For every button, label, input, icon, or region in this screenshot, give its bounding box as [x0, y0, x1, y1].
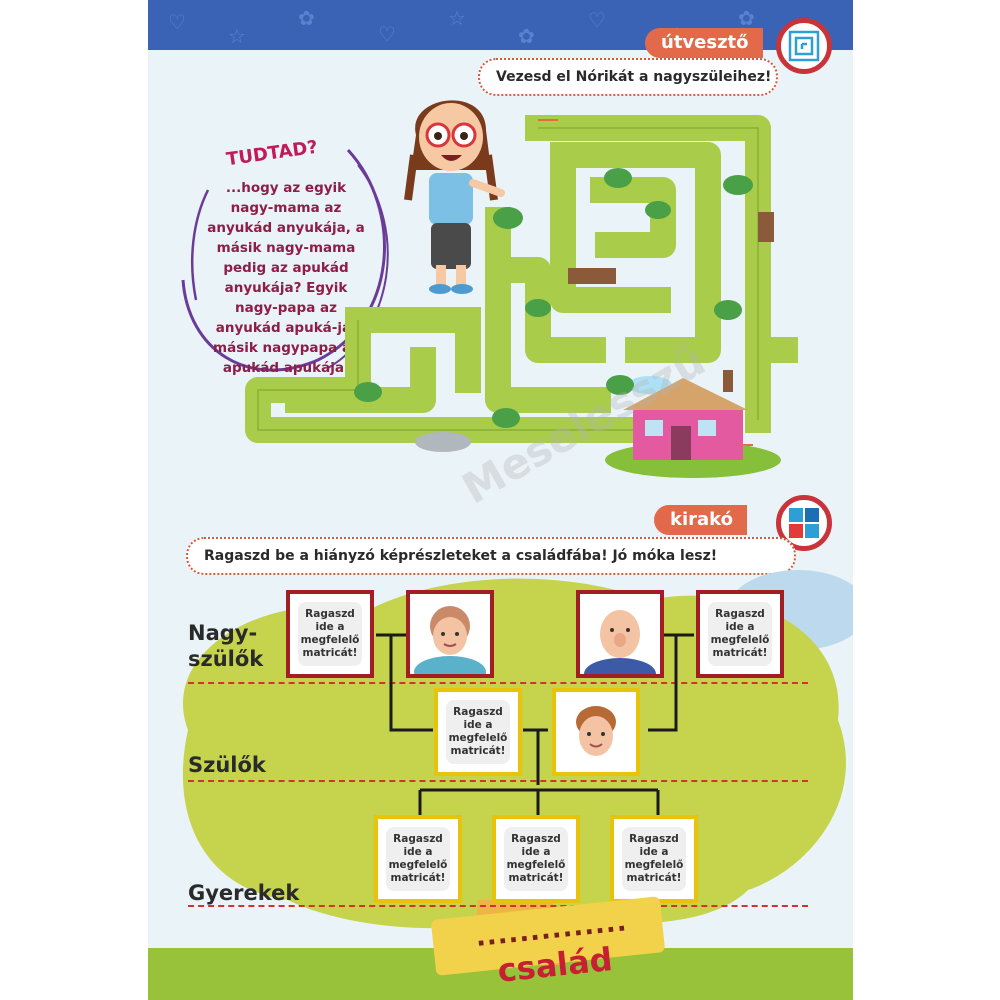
maze-tag: útvesztő	[645, 28, 763, 58]
puzzle-tag: kirakó	[654, 505, 748, 535]
sticker-placeholder: Ragaszd ide a megfelelő matricát!	[386, 827, 450, 891]
photo-father	[552, 688, 640, 776]
photo-grandfather	[576, 590, 664, 678]
grandmother-face	[414, 606, 486, 674]
fact-text: ...hogy az egyik nagy-mama az anyukád an…	[207, 180, 365, 376]
girl-illustration	[404, 100, 505, 294]
row-divider	[188, 682, 808, 684]
father-face	[576, 706, 616, 756]
label-parents: Szülők	[188, 753, 266, 777]
row-divider	[188, 780, 808, 782]
heart-icon: ♡	[378, 22, 396, 46]
photo-grandmother	[406, 590, 494, 678]
sticker-slot-grandparent-1[interactable]: Ragaszd ide a megfelelő matricát!	[286, 590, 374, 678]
worksheet-page: ♡ ☆ ✿ ♡ ☆ ✿ ♡ ☆ ✿ ♡ útvesztő Vezesd el N…	[148, 0, 853, 1000]
sticker-placeholder: Ragaszd ide a megfelelő matricát!	[446, 700, 510, 764]
grandfather-face	[584, 610, 656, 674]
sticker-slot-grandparent-2[interactable]: Ragaszd ide a megfelelő matricát!	[696, 590, 784, 678]
sticker-placeholder: Ragaszd ide a megfelelő matricát!	[622, 827, 686, 891]
sticker-slot-child-3[interactable]: Ragaszd ide a megfelelő matricát!	[610, 815, 698, 903]
sticker-slot-child-2[interactable]: Ragaszd ide a megfelelő matricát!	[492, 815, 580, 903]
puzzle-instruction: Ragaszd be a hiányzó képrészleteket a cs…	[186, 537, 796, 575]
sticker-placeholder: Ragaszd ide a megfelelő matricát!	[298, 602, 362, 666]
flower-icon: ✿	[518, 24, 535, 48]
puzzle-icon	[789, 508, 819, 538]
star-icon: ☆	[448, 6, 466, 30]
flower-icon: ✿	[738, 6, 755, 30]
sticker-slot-child-1[interactable]: Ragaszd ide a megfelelő matricát!	[374, 815, 462, 903]
tree-connectors	[376, 633, 694, 815]
bridge-icon	[758, 212, 774, 242]
label-grandparents: Nagy- szülők	[188, 621, 264, 671]
maze-instruction: Vezesd el Nórikát a nagyszüleihez!	[478, 58, 778, 96]
bridge-icon	[568, 268, 616, 284]
sticker-placeholder: Ragaszd ide a megfelelő matricát!	[708, 602, 772, 666]
star-icon: ☆	[228, 24, 246, 48]
heart-icon: ♡	[168, 10, 186, 34]
maze-icon	[788, 30, 820, 62]
label-children: Gyerekek	[188, 881, 300, 905]
flower-icon: ✿	[298, 6, 315, 30]
sticker-placeholder: Ragaszd ide a megfelelő matricát!	[504, 827, 568, 891]
sticker-slot-parent-1[interactable]: Ragaszd ide a megfelelő matricát!	[434, 688, 522, 776]
heart-icon: ♡	[588, 8, 606, 32]
maze-badge	[776, 18, 832, 74]
row-divider	[188, 905, 808, 907]
grandparents-house	[605, 370, 781, 478]
maze-board	[245, 115, 798, 452]
